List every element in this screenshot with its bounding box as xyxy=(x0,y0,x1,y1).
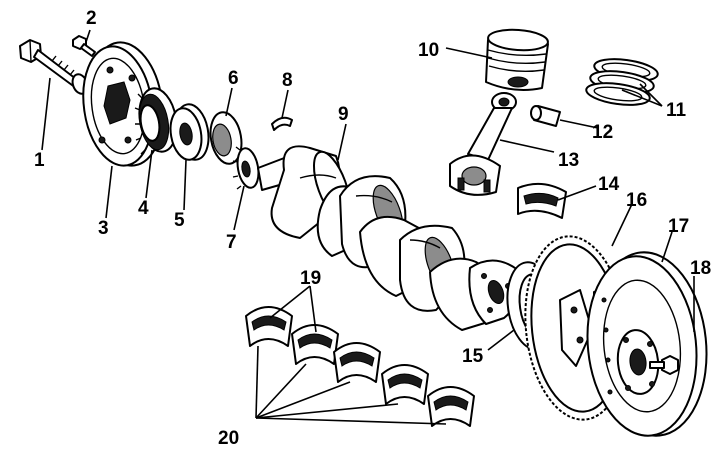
piston xyxy=(485,28,549,91)
callout-14: 14 xyxy=(598,174,620,195)
callout-20: 20 xyxy=(218,428,239,449)
callout-10: 10 xyxy=(418,40,439,61)
callout-18: 18 xyxy=(690,258,711,279)
main-bearing-4 xyxy=(381,364,429,405)
flywheel-bolt xyxy=(649,355,679,375)
crank-sprocket xyxy=(169,103,210,161)
piston-pin xyxy=(530,105,561,127)
callout-13: 13 xyxy=(558,150,579,171)
main-bearing-3 xyxy=(333,342,381,383)
callout-labels: 1 2 3 4 5 6 7 8 9 10 11 12 13 14 15 16 1… xyxy=(34,8,711,449)
woodruff-key xyxy=(271,116,293,131)
crankshaft xyxy=(257,145,521,331)
callout-1: 1 xyxy=(34,150,45,171)
callout-12: 12 xyxy=(592,122,613,143)
callout-5: 5 xyxy=(174,210,185,231)
oil-seal-spacer xyxy=(209,111,243,165)
callout-9: 9 xyxy=(338,104,349,125)
callout-3: 3 xyxy=(98,218,109,239)
callout-17: 17 xyxy=(668,216,689,237)
callout-16: 16 xyxy=(626,190,647,211)
main-bearing-5 xyxy=(427,386,475,427)
callout-15: 15 xyxy=(462,346,484,367)
crankshaft-pulley xyxy=(82,41,164,167)
flywheel xyxy=(586,251,708,437)
callout-4: 4 xyxy=(138,198,149,219)
rod-bearing xyxy=(517,182,567,219)
callout-2: 2 xyxy=(86,8,97,29)
connecting-rod xyxy=(449,92,517,196)
small-bolt xyxy=(72,35,96,57)
timing-sprocket xyxy=(134,87,178,155)
callout-8: 8 xyxy=(282,70,293,91)
piston-rings xyxy=(585,58,659,106)
callout-6: 6 xyxy=(228,68,239,89)
callout-11: 11 xyxy=(666,100,687,121)
leader-lines xyxy=(41,29,695,425)
callout-7: 7 xyxy=(226,232,237,253)
callout-19: 19 xyxy=(300,268,321,289)
main-bearing-2 xyxy=(291,324,339,365)
main-bearing-1 xyxy=(245,306,293,347)
small-sprocket xyxy=(232,146,260,190)
